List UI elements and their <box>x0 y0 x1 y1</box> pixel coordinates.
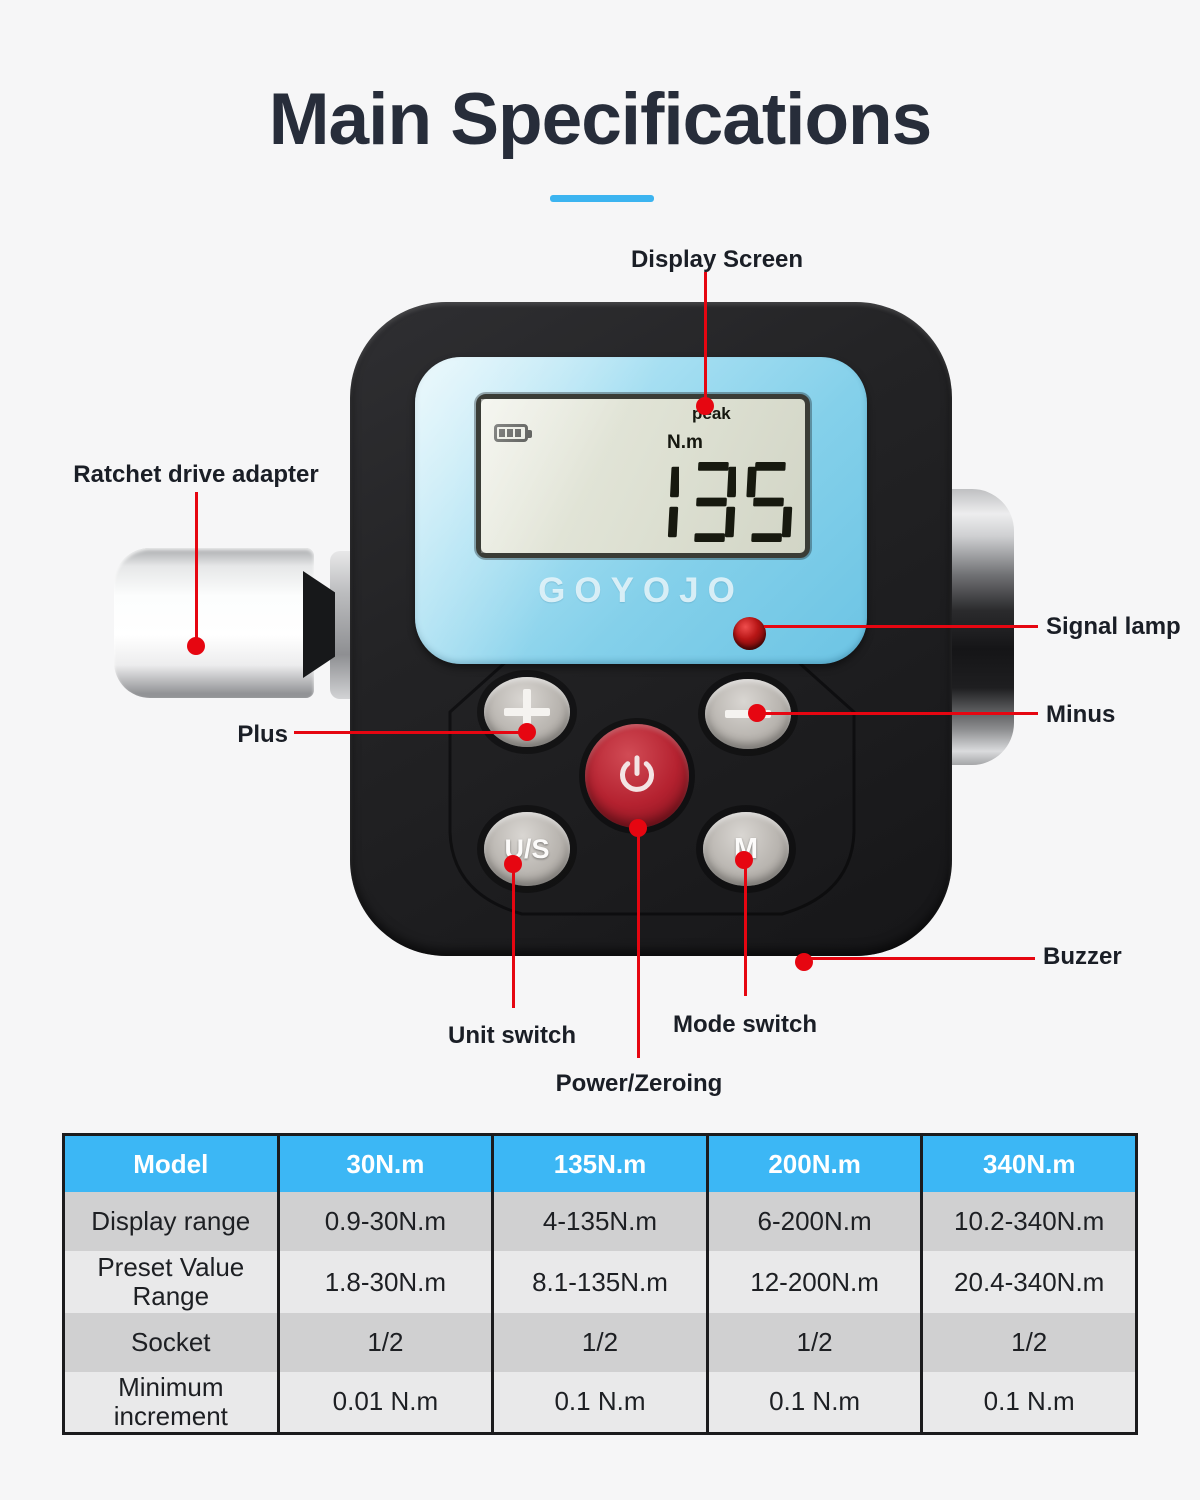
row-label: Socket <box>63 1313 279 1372</box>
row-label: Preset Value Range <box>63 1251 279 1313</box>
table-cell: 1/2 <box>276 1313 493 1372</box>
callout-dot-unit-switch <box>504 855 522 873</box>
lcd-screen: peak N.m <box>476 394 810 558</box>
spec-table: Model 30N.m 135N.m 200N.m 340N.m Display… <box>62 1133 1138 1435</box>
battery-icon <box>494 424 532 442</box>
table-cell: 6-200N.m <box>705 1192 922 1251</box>
callout-line-display-screen <box>704 272 707 406</box>
callout-label-plus: Plus <box>237 721 288 748</box>
table-cell: 0.1 N.m <box>705 1372 922 1433</box>
page-title: Main Specifications <box>268 79 933 160</box>
signal-lamp <box>733 617 766 650</box>
table-cell: 1/2 <box>705 1313 922 1372</box>
callout-label-signal-lamp: Signal lamp <box>1046 613 1181 640</box>
table-cell: 10.2-340N.m <box>920 1192 1137 1251</box>
row-label: Minimum increment <box>63 1372 279 1433</box>
callout-label-power-zeroing: Power/Zeroing <box>555 1070 723 1097</box>
unit-switch-button: U/S <box>484 812 570 886</box>
spec-header-cell: 30N.m <box>276 1134 493 1192</box>
table-cell: 12-200N.m <box>705 1251 922 1313</box>
lcd-unit-label: N.m <box>667 432 703 453</box>
power-button <box>585 724 689 828</box>
callout-dot-minus <box>748 704 766 722</box>
callout-label-ratchet-drive-adapter: Ratchet drive adapter <box>73 461 319 488</box>
callout-line-signal-lamp <box>764 625 1038 628</box>
callout-line-buzzer <box>806 957 1035 960</box>
table-cell: 8.1-135N.m <box>491 1251 708 1313</box>
power-icon <box>620 755 654 792</box>
spec-header-cell: Model <box>63 1134 279 1192</box>
callout-label-minus: Minus <box>1046 701 1116 728</box>
spec-header-row: Model 30N.m 135N.m 200N.m 340N.m <box>63 1134 1137 1192</box>
callout-line-power-zeroing <box>637 828 640 1058</box>
title-underline <box>550 195 654 202</box>
callout-dot-display-screen <box>696 397 714 415</box>
device-body: peak N.m GOYOJO U/S <box>350 302 952 956</box>
front-panel: peak N.m GOYOJO <box>415 357 867 664</box>
brand-logo: GOYOJO <box>538 571 744 610</box>
callout-label-display-screen: Display Screen <box>630 246 804 273</box>
table-cell: 0.9-30N.m <box>276 1192 493 1251</box>
table-cell: 0.01 N.m <box>276 1372 493 1433</box>
callout-dot-power-zeroing <box>629 819 647 837</box>
callout-label-buzzer: Buzzer <box>1043 943 1122 970</box>
callout-dot-mode-switch <box>735 851 753 869</box>
lcd-value-digits <box>631 461 793 543</box>
spec-header-cell: 340N.m <box>920 1134 1137 1192</box>
table-cell: 4-135N.m <box>491 1192 708 1251</box>
table-cell: 20.4-340N.m <box>920 1251 1137 1313</box>
table-row: Minimum increment 0.01 N.m 0.1 N.m 0.1 N… <box>63 1372 1137 1433</box>
spec-header-cell: 200N.m <box>705 1134 922 1192</box>
table-row: Socket 1/2 1/2 1/2 1/2 <box>63 1313 1137 1372</box>
callout-label-unit-switch: Unit switch <box>447 1022 577 1049</box>
ratchet-drive-adapter <box>114 548 314 698</box>
table-cell: 0.1 N.m <box>920 1372 1137 1433</box>
callout-dot-buzzer <box>795 953 813 971</box>
row-label: Display range <box>63 1192 279 1251</box>
table-cell: 1/2 <box>920 1313 1137 1372</box>
table-cell: 0.1 N.m <box>491 1372 708 1433</box>
table-row: Preset Value Range 1.8-30N.m 8.1-135N.m … <box>63 1251 1137 1313</box>
callout-line-ratchet-drive-adapter <box>195 492 198 640</box>
callout-label-mode-switch: Mode switch <box>672 1011 818 1038</box>
table-cell: 1/2 <box>491 1313 708 1372</box>
callout-dot-plus <box>518 723 536 741</box>
callout-line-plus <box>294 731 530 734</box>
callout-line-minus <box>755 712 1038 715</box>
spec-header-cell: 135N.m <box>491 1134 708 1192</box>
callout-dot-ratchet-drive-adapter <box>187 637 205 655</box>
table-cell: 1.8-30N.m <box>276 1251 493 1313</box>
table-row: Display range 0.9-30N.m 4-135N.m 6-200N.… <box>63 1192 1137 1251</box>
callout-line-mode-switch <box>744 860 747 996</box>
callout-line-unit-switch <box>512 864 515 1008</box>
